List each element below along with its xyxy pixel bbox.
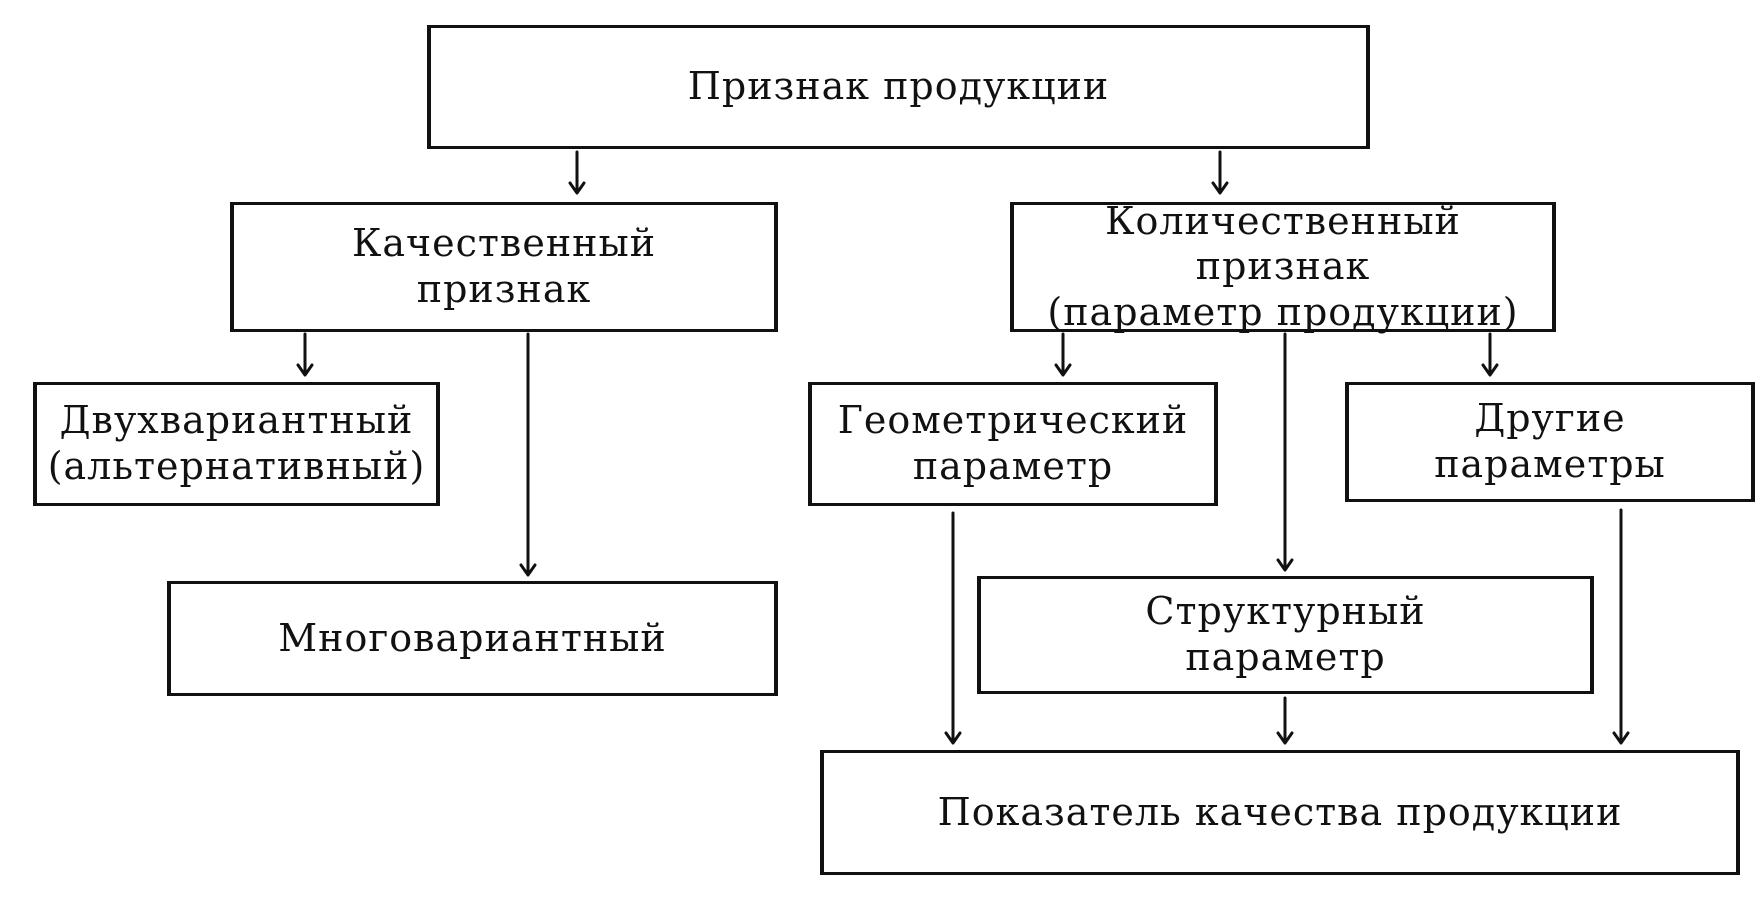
node-other-label: Другие параметры (1434, 396, 1666, 486)
node-binary: Двухвариантный (альтернативный) (33, 382, 440, 506)
node-quantitative: Количественный признак (параметр продукц… (1010, 199, 1556, 334)
node-structural: Структурный параметр (977, 576, 1594, 694)
node-quality-label: Показатель качества продукции (937, 789, 1623, 834)
arrow-qualitative-to-multi (519, 332, 537, 577)
node-structural-label: Структурный параметр (1145, 589, 1426, 679)
node-root-label: Признак продукции (687, 64, 1110, 109)
arrow-quantitative-to-other (1481, 332, 1499, 377)
arrow-structural-to-quality (1276, 696, 1294, 745)
node-multi-label: Многовариантный (278, 615, 667, 660)
node-other: Другие параметры (1345, 382, 1755, 502)
arrow-quantitative-to-structural (1276, 332, 1294, 572)
node-root: Признак продукции (427, 25, 1370, 149)
node-quantitative-label: Количественный признак (параметр продукц… (1047, 198, 1519, 334)
arrow-geometric-to-quality (944, 511, 962, 745)
node-qualitative: Качественный признак (230, 202, 778, 332)
node-quality: Показатель качества продукции (820, 750, 1740, 875)
node-geometric: Геометрический параметр (808, 382, 1218, 506)
node-multi: Многовариантный (167, 581, 778, 696)
node-geometric-label: Геометрический параметр (837, 398, 1189, 488)
arrow-quantitative-to-geometric (1054, 332, 1072, 377)
arrow-root-to-quantitative (1211, 150, 1229, 195)
node-qualitative-label: Качественный признак (351, 221, 657, 311)
arrow-root-to-qualitative (568, 150, 586, 195)
node-binary-label: Двухвариантный (альтернативный) (47, 398, 426, 488)
arrow-other-to-quality (1612, 508, 1630, 745)
arrow-qualitative-to-binary (296, 332, 314, 377)
